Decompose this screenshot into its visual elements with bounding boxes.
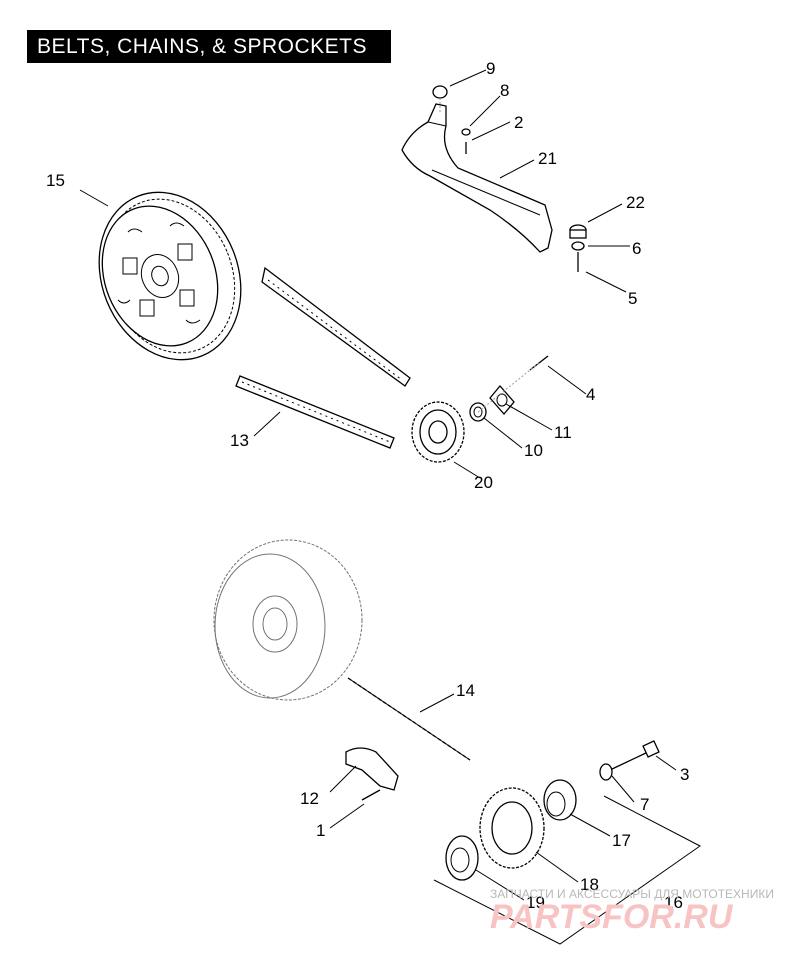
callout-8: 8 bbox=[500, 81, 509, 100]
lock-plate-screw bbox=[477, 355, 549, 413]
adjuster-bolt bbox=[361, 789, 381, 801]
lock-plate bbox=[489, 384, 515, 416]
guard-grommet bbox=[569, 224, 587, 239]
callout-18: 18 bbox=[580, 875, 599, 894]
callout-14: 14 bbox=[456, 681, 475, 700]
compensator-bolt bbox=[609, 740, 660, 771]
callout-20: 20 bbox=[474, 473, 493, 492]
belt-guard bbox=[401, 103, 553, 253]
callout-4: 4 bbox=[586, 385, 595, 404]
callout-21: 21 bbox=[538, 149, 557, 168]
callout-10: 10 bbox=[524, 441, 543, 460]
clutch-shell-ghost bbox=[213, 539, 363, 701]
compensator-washer bbox=[599, 763, 613, 781]
callout-2: 2 bbox=[514, 113, 523, 132]
compensator-kit-bracket bbox=[433, 795, 701, 945]
watermark-tagline: ЗАПЧАСТИ И АКСЕССУАРЫ ДЛЯ МОТОТЕХНИКИ bbox=[490, 887, 774, 901]
callout-11: 11 bbox=[554, 423, 572, 442]
diagram-title: BELTS, CHAINS, & SPROCKETS bbox=[27, 30, 391, 63]
callout-3: 3 bbox=[680, 765, 689, 784]
watermark: ЗАПЧАСТИ И АКСЕССУАРЫ ДЛЯ МОТОТЕХНИКИ PA… bbox=[490, 887, 774, 936]
primary-chain bbox=[347, 677, 471, 761]
callout-13: 13 bbox=[230, 431, 249, 450]
compensator-cover bbox=[445, 835, 479, 881]
drive-belt bbox=[235, 266, 411, 449]
callout-7: 7 bbox=[640, 795, 649, 814]
guard-nut bbox=[432, 85, 448, 112]
engine-sprocket bbox=[479, 787, 545, 869]
callout-17: 17 bbox=[612, 831, 631, 850]
leader-lines bbox=[79, 69, 677, 901]
chain-adjuster-shoe bbox=[345, 747, 399, 791]
callout-5: 5 bbox=[628, 289, 637, 308]
callout-6: 6 bbox=[632, 239, 641, 258]
sliding-cam bbox=[543, 779, 577, 821]
callout-9: 9 bbox=[486, 59, 495, 78]
watermark-logo: PARTSFOR.RU bbox=[490, 898, 734, 936]
callout-labels: 1 2 3 4 5 6 7 8 9 10 11 12 13 14 15 16 1… bbox=[46, 59, 689, 912]
callout-15: 15 bbox=[46, 171, 65, 190]
transmission-sprocket bbox=[411, 401, 465, 463]
callout-16: 16 bbox=[664, 893, 683, 912]
callout-19: 19 bbox=[526, 893, 545, 912]
callout-12: 12 bbox=[300, 789, 319, 808]
guard-washer-small bbox=[461, 128, 471, 136]
guard-washer bbox=[571, 241, 585, 251]
rear-belt-sprocket bbox=[98, 191, 242, 361]
callout-1: 1 bbox=[316, 821, 325, 840]
callout-22: 22 bbox=[626, 193, 645, 212]
